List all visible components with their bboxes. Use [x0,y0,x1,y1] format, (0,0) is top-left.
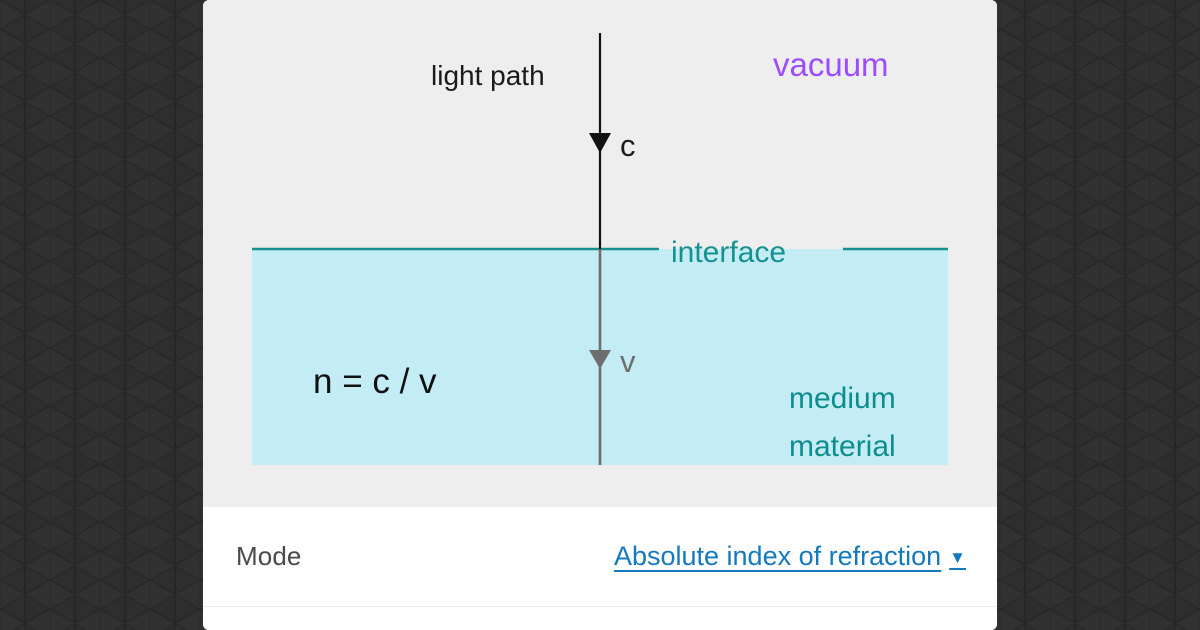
controls-panel: Mode Absolute index of refraction ▼ [203,507,997,630]
mode-dropdown-value: Absolute index of refraction [613,541,942,571]
label-interface: interface [671,236,786,269]
mode-dropdown[interactable]: Absolute index of refraction ▼ [614,541,966,572]
label-speed-medium: v [620,344,636,379]
label-medium-line1: medium [789,382,896,415]
arrowhead-v-icon [589,350,611,369]
mode-label: Mode [236,541,302,571]
arrowhead-c-icon [589,133,611,153]
control-row-next [203,607,997,629]
label-formula: n = c / v [313,362,437,401]
refraction-diagram: light path vacuum c interface n = c / v … [203,0,997,507]
control-row-mode: Mode Absolute index of refraction ▼ [203,507,997,607]
content-card: light path vacuum c interface n = c / v … [203,0,997,630]
label-light-path: light path [431,60,545,91]
label-vacuum: vacuum [773,46,889,83]
label-medium-line2: material [789,430,896,463]
chevron-down-icon: ▼ [949,548,966,567]
label-speed-vacuum: c [620,128,636,163]
